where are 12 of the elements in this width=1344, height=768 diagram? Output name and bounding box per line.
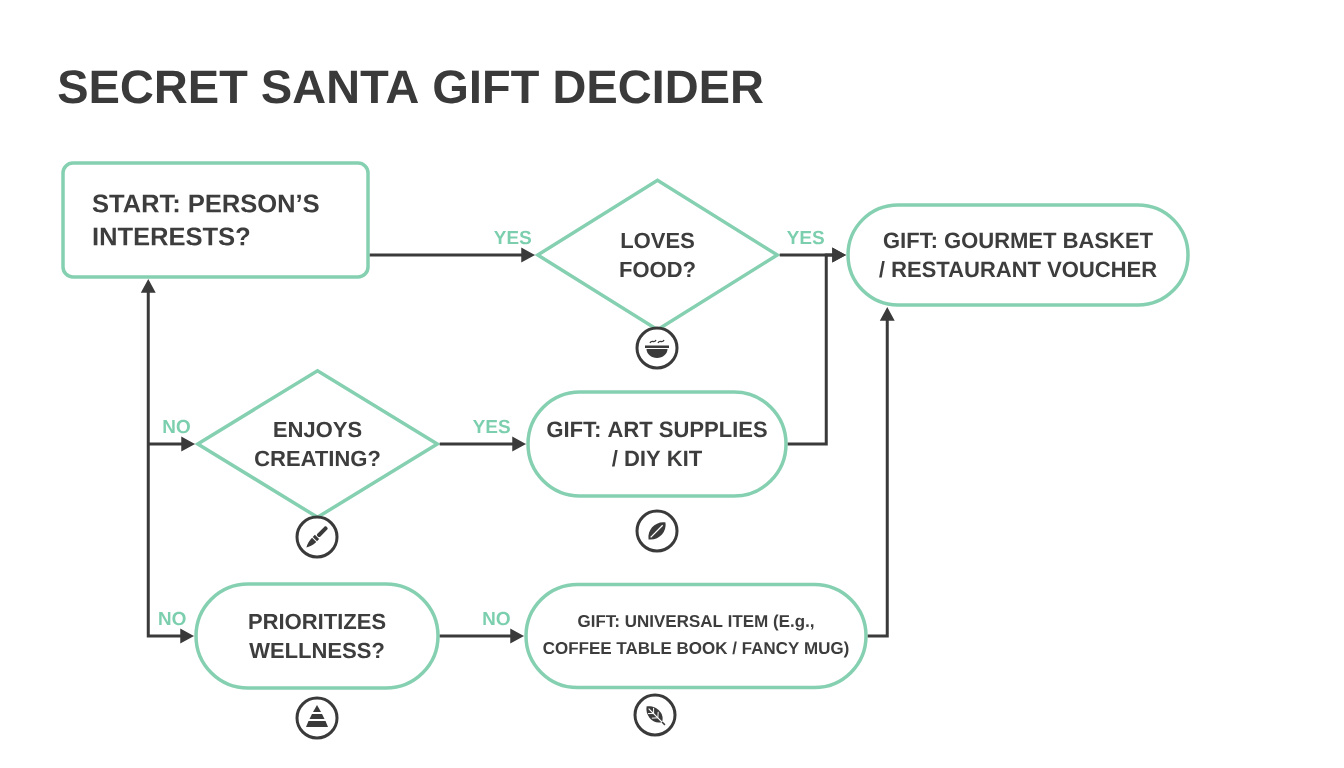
edge-label: NO [480, 610, 513, 627]
rounded-box: GIFT: ART SUPPLIES / DIY KIT [526, 390, 788, 498]
edge-label: NO [160, 418, 193, 435]
rounded-box: GIFT: GOURMET BASKET / RESTAURANT VOUCHER [846, 203, 1190, 307]
edge-label: YES [471, 418, 513, 435]
edge-label: YES [492, 229, 534, 246]
edge-label: YES [785, 229, 827, 246]
rounded-box: PRIORITIZES WELLNESS? [194, 582, 440, 690]
rounded-box: GIFT: UNIVERSAL ITEM (E.g., COFFEE TABLE BOOK / FANCY MUG) [524, 582, 868, 690]
process-box: START: PERSON’S INTERESTS? [61, 161, 370, 279]
edge-label: NO [156, 610, 188, 627]
title: SECRET SANTA GIFT DECIDER [58, 70, 763, 104]
